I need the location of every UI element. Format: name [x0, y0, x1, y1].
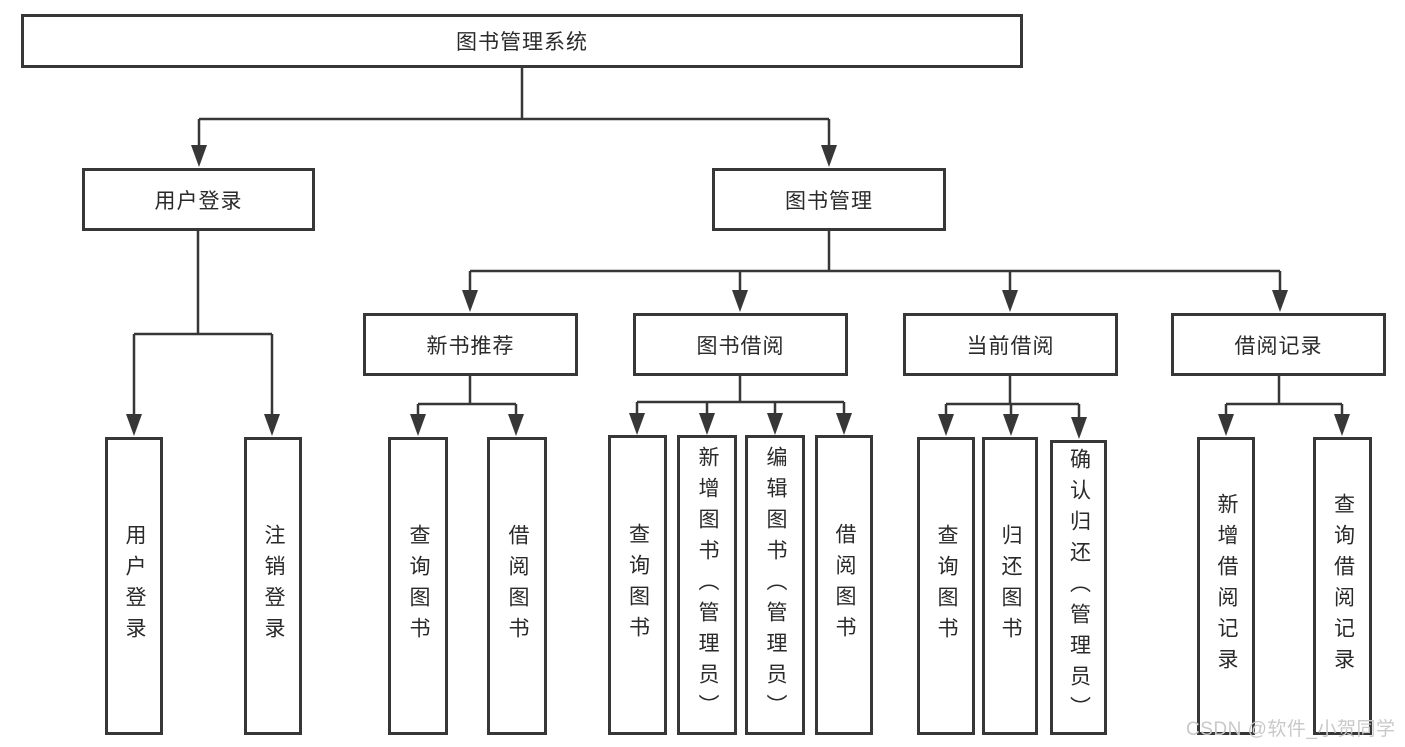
- arrow-down-icon: [1218, 414, 1234, 436]
- connector-book-mgmt-split: [468, 231, 1282, 293]
- leaf-query-borrow-record-label: 查询借阅记录: [1331, 493, 1355, 679]
- arrow-down-icon: [126, 414, 142, 436]
- leaf-borrow-books-2: 借阅图书: [815, 435, 873, 735]
- connector-lines: [132, 68, 1344, 419]
- connector-current-borrow-split: [944, 376, 1081, 419]
- node-book-management-label: 图书管理: [785, 189, 873, 213]
- arrow-down-icon: [699, 413, 715, 435]
- connector-book-borrow-split: [635, 376, 846, 415]
- arrow-down-icon: [732, 290, 748, 312]
- leaf-add-books-admin: 新增图书（管理员）: [677, 435, 737, 735]
- connector-borrow-record-split: [1224, 376, 1344, 416]
- arrow-down-icon: [629, 413, 645, 435]
- node-borrow-records: 借阅记录: [1171, 313, 1386, 376]
- arrow-down-icon: [836, 413, 852, 435]
- node-current-borrowing: 当前借阅: [903, 313, 1118, 376]
- connector-user-login-split: [132, 230, 274, 417]
- arrow-down-icon: [821, 145, 837, 167]
- node-new-book-recommend: 新书推荐: [363, 313, 578, 376]
- leaf-confirm-return-admin: 确认归还（管理员）: [1050, 440, 1107, 735]
- node-user-login: 用户登录: [82, 168, 315, 231]
- leaf-query-books-2-label: 查询图书: [626, 523, 650, 647]
- leaf-add-books-admin-label: 新增图书（管理员）: [696, 445, 720, 725]
- arrow-down-icon: [1334, 414, 1350, 436]
- connector-root-split: [197, 68, 831, 148]
- arrow-down-icon: [191, 145, 207, 167]
- connector-new-book-split: [416, 376, 518, 416]
- leaf-edit-books-admin-label: 编辑图书（管理员）: [764, 445, 788, 725]
- leaf-borrow-books-2-label: 借阅图书: [833, 523, 857, 647]
- node-book-borrowing-label: 图书借阅: [696, 334, 785, 358]
- leaf-logout: 注销登录: [244, 437, 302, 735]
- arrowhead-icons: [126, 145, 1350, 439]
- node-new-book-recommend-label: 新书推荐: [426, 334, 515, 358]
- leaf-confirm-return-admin-label: 确认归还（管理员）: [1067, 448, 1091, 727]
- leaf-user-login-label: 用户登录: [123, 524, 147, 648]
- leaf-edit-books-admin: 编辑图书（管理员）: [745, 435, 805, 735]
- node-library-system-label: 图书管理系统: [456, 31, 588, 54]
- arrow-down-icon: [410, 414, 426, 436]
- node-book-borrowing: 图书借阅: [633, 313, 848, 376]
- node-borrow-records-label: 借阅记录: [1234, 334, 1323, 358]
- arrow-down-icon: [462, 290, 478, 312]
- leaf-borrow-books-1-label: 借阅图书: [506, 524, 530, 648]
- leaf-query-books-3: 查询图书: [917, 437, 975, 735]
- node-library-system: 图书管理系统: [21, 14, 1023, 68]
- arrow-down-icon: [938, 414, 954, 436]
- arrow-down-icon: [264, 414, 280, 436]
- leaf-return-books-label: 归还图书: [999, 524, 1023, 648]
- leaf-add-borrow-record: 新增借阅记录: [1197, 437, 1255, 735]
- leaf-query-books-1: 查询图书: [388, 437, 448, 735]
- leaf-borrow-books-1: 借阅图书: [487, 437, 547, 735]
- leaf-query-borrow-record: 查询借阅记录: [1313, 437, 1372, 735]
- node-user-login-label: 用户登录: [154, 189, 243, 213]
- arrow-down-icon: [1071, 417, 1087, 439]
- node-current-borrowing-label: 当前借阅: [966, 334, 1055, 358]
- node-book-management: 图书管理: [712, 168, 946, 231]
- leaf-return-books: 归还图书: [982, 437, 1038, 735]
- leaf-query-books-3-label: 查询图书: [935, 524, 959, 648]
- arrow-down-icon: [1002, 290, 1018, 312]
- leaf-logout-label: 注销登录: [262, 524, 286, 648]
- arrow-down-icon: [508, 414, 524, 436]
- leaf-query-books-1-label: 查询图书: [407, 524, 431, 648]
- leaf-add-borrow-record-label: 新增借阅记录: [1215, 493, 1239, 679]
- arrow-down-icon: [767, 413, 783, 435]
- leaf-query-books-2: 查询图书: [608, 435, 667, 735]
- arrow-down-icon: [1272, 290, 1288, 312]
- csdn-watermark: CSDN @软件_小贺同学: [1186, 719, 1396, 740]
- arrow-down-icon: [1003, 414, 1019, 436]
- leaf-user-login: 用户登录: [105, 437, 163, 735]
